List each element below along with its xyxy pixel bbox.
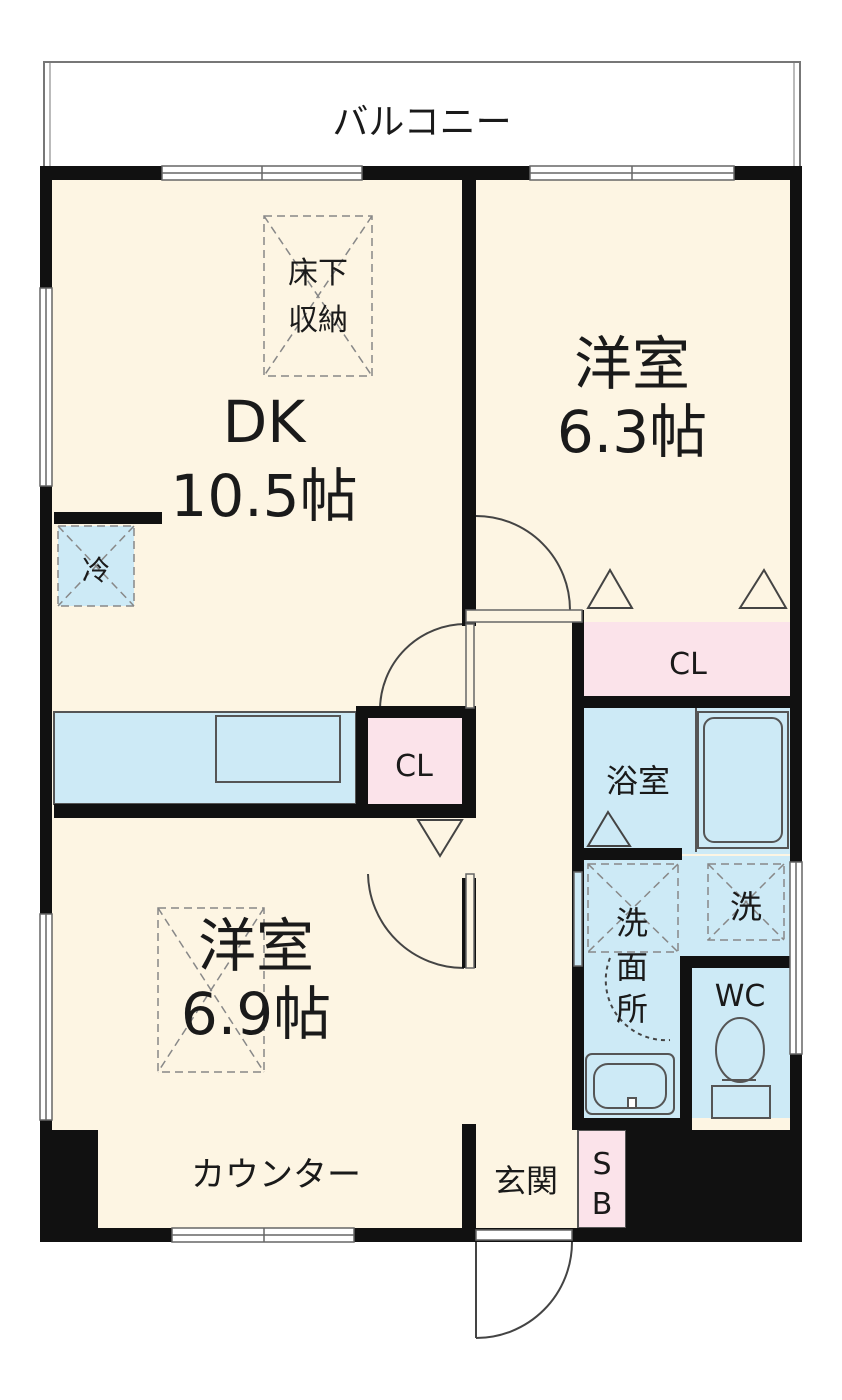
washroom-label-1: 洗 (616, 904, 648, 942)
washer-label: 洗 (730, 888, 762, 926)
room2-size: 6.9帖 (181, 980, 331, 1048)
door-openings (465, 609, 583, 1241)
kitchen-sink (215, 715, 341, 783)
washroom-label-2: 面 (616, 948, 648, 986)
washroom-label-3: 所 (616, 990, 648, 1028)
shoe-box-label-1: S (592, 1147, 611, 1182)
washer-space (707, 863, 785, 941)
counter-label: カウンター (191, 1155, 361, 1195)
folding-doors (416, 568, 788, 858)
room1-size: 6.3帖 (557, 398, 707, 466)
fixtures (585, 706, 789, 1119)
fridge-label: 冷 (82, 554, 110, 587)
closet-upper-label: CL (669, 647, 707, 682)
dk-size: 10.5帖 (170, 462, 357, 530)
underfloor-storage (263, 215, 373, 377)
shoe-box-label-2: B (592, 1187, 613, 1222)
bath-label: 浴室 (606, 762, 670, 800)
toilet (711, 1085, 771, 1119)
underfloor-storage-label-1: 床下 (288, 256, 348, 291)
dashed-areas (57, 215, 785, 1073)
door-swings (367, 515, 671, 1339)
closet-middle-label: CL (395, 749, 433, 784)
windows (39, 165, 803, 1243)
closet-middle-area (362, 718, 464, 806)
dk-name: DK (223, 388, 308, 456)
balcony-label: バルコニー (332, 102, 511, 143)
room2-name: 洋室 (198, 912, 314, 980)
entrance-label: 玄関 (494, 1162, 558, 1200)
wc-label: WC (715, 979, 766, 1014)
underfloor-storage-label-2: 収納 (288, 303, 348, 338)
room1-name: 洋室 (574, 330, 690, 398)
room2-storage (157, 907, 265, 1073)
washroom-storage (587, 863, 679, 953)
closet-upper-area (582, 622, 792, 700)
balcony (43, 61, 801, 172)
